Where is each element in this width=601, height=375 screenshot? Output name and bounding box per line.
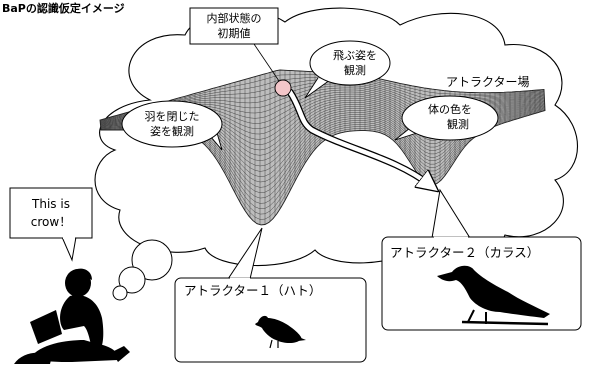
obs-body-color-bubble: 体の色を 観測 xyxy=(394,95,499,141)
attractor1-callout: アトラクター１（ハト） xyxy=(174,227,367,363)
initial-state-ball xyxy=(274,79,292,97)
landscape-label: アトラクター場 xyxy=(446,75,530,89)
obs-flying-line2: 観測 xyxy=(344,63,366,77)
attractor1-label: アトラクター１（ハト） xyxy=(184,283,321,298)
obs-flying-line1: 飛ぶ姿を xyxy=(333,49,377,62)
reading-child-silhouette xyxy=(14,268,130,364)
initial-state-callout: 内部状態の 初期値 xyxy=(189,7,279,45)
attractor2-callout: アトラクター２（カラス） xyxy=(381,188,582,331)
obs-wings-line2: 姿を観測 xyxy=(150,124,194,138)
speech-line2: crow！ xyxy=(31,215,71,229)
trajectory-arrow xyxy=(286,88,430,185)
initial-state-line1: 内部状態の xyxy=(207,11,262,25)
initial-state-line2: 初期値 xyxy=(218,26,251,40)
obs-color-line2: 観測 xyxy=(447,117,469,131)
crow-icon xyxy=(437,265,550,326)
obs-wings-line1: 羽を閉じた xyxy=(145,110,200,123)
obs-flying-bubble: 飛ぶ姿を 観測 xyxy=(304,40,391,99)
obs-wings-closed-bubble: 羽を閉じた 姿を観測 xyxy=(121,100,223,151)
obs-color-line1: 体の色を xyxy=(428,102,472,116)
diagram-title: BaPの認識仮定イメージ xyxy=(2,1,125,15)
thought-trail xyxy=(112,239,173,301)
pigeon-icon xyxy=(255,315,306,349)
speech-bubble: This is crow！ xyxy=(9,187,93,262)
attractor2-label: アトラクター２（カラス） xyxy=(390,245,539,260)
speech-line1: This is xyxy=(31,197,70,211)
thought-cloud xyxy=(94,7,578,267)
